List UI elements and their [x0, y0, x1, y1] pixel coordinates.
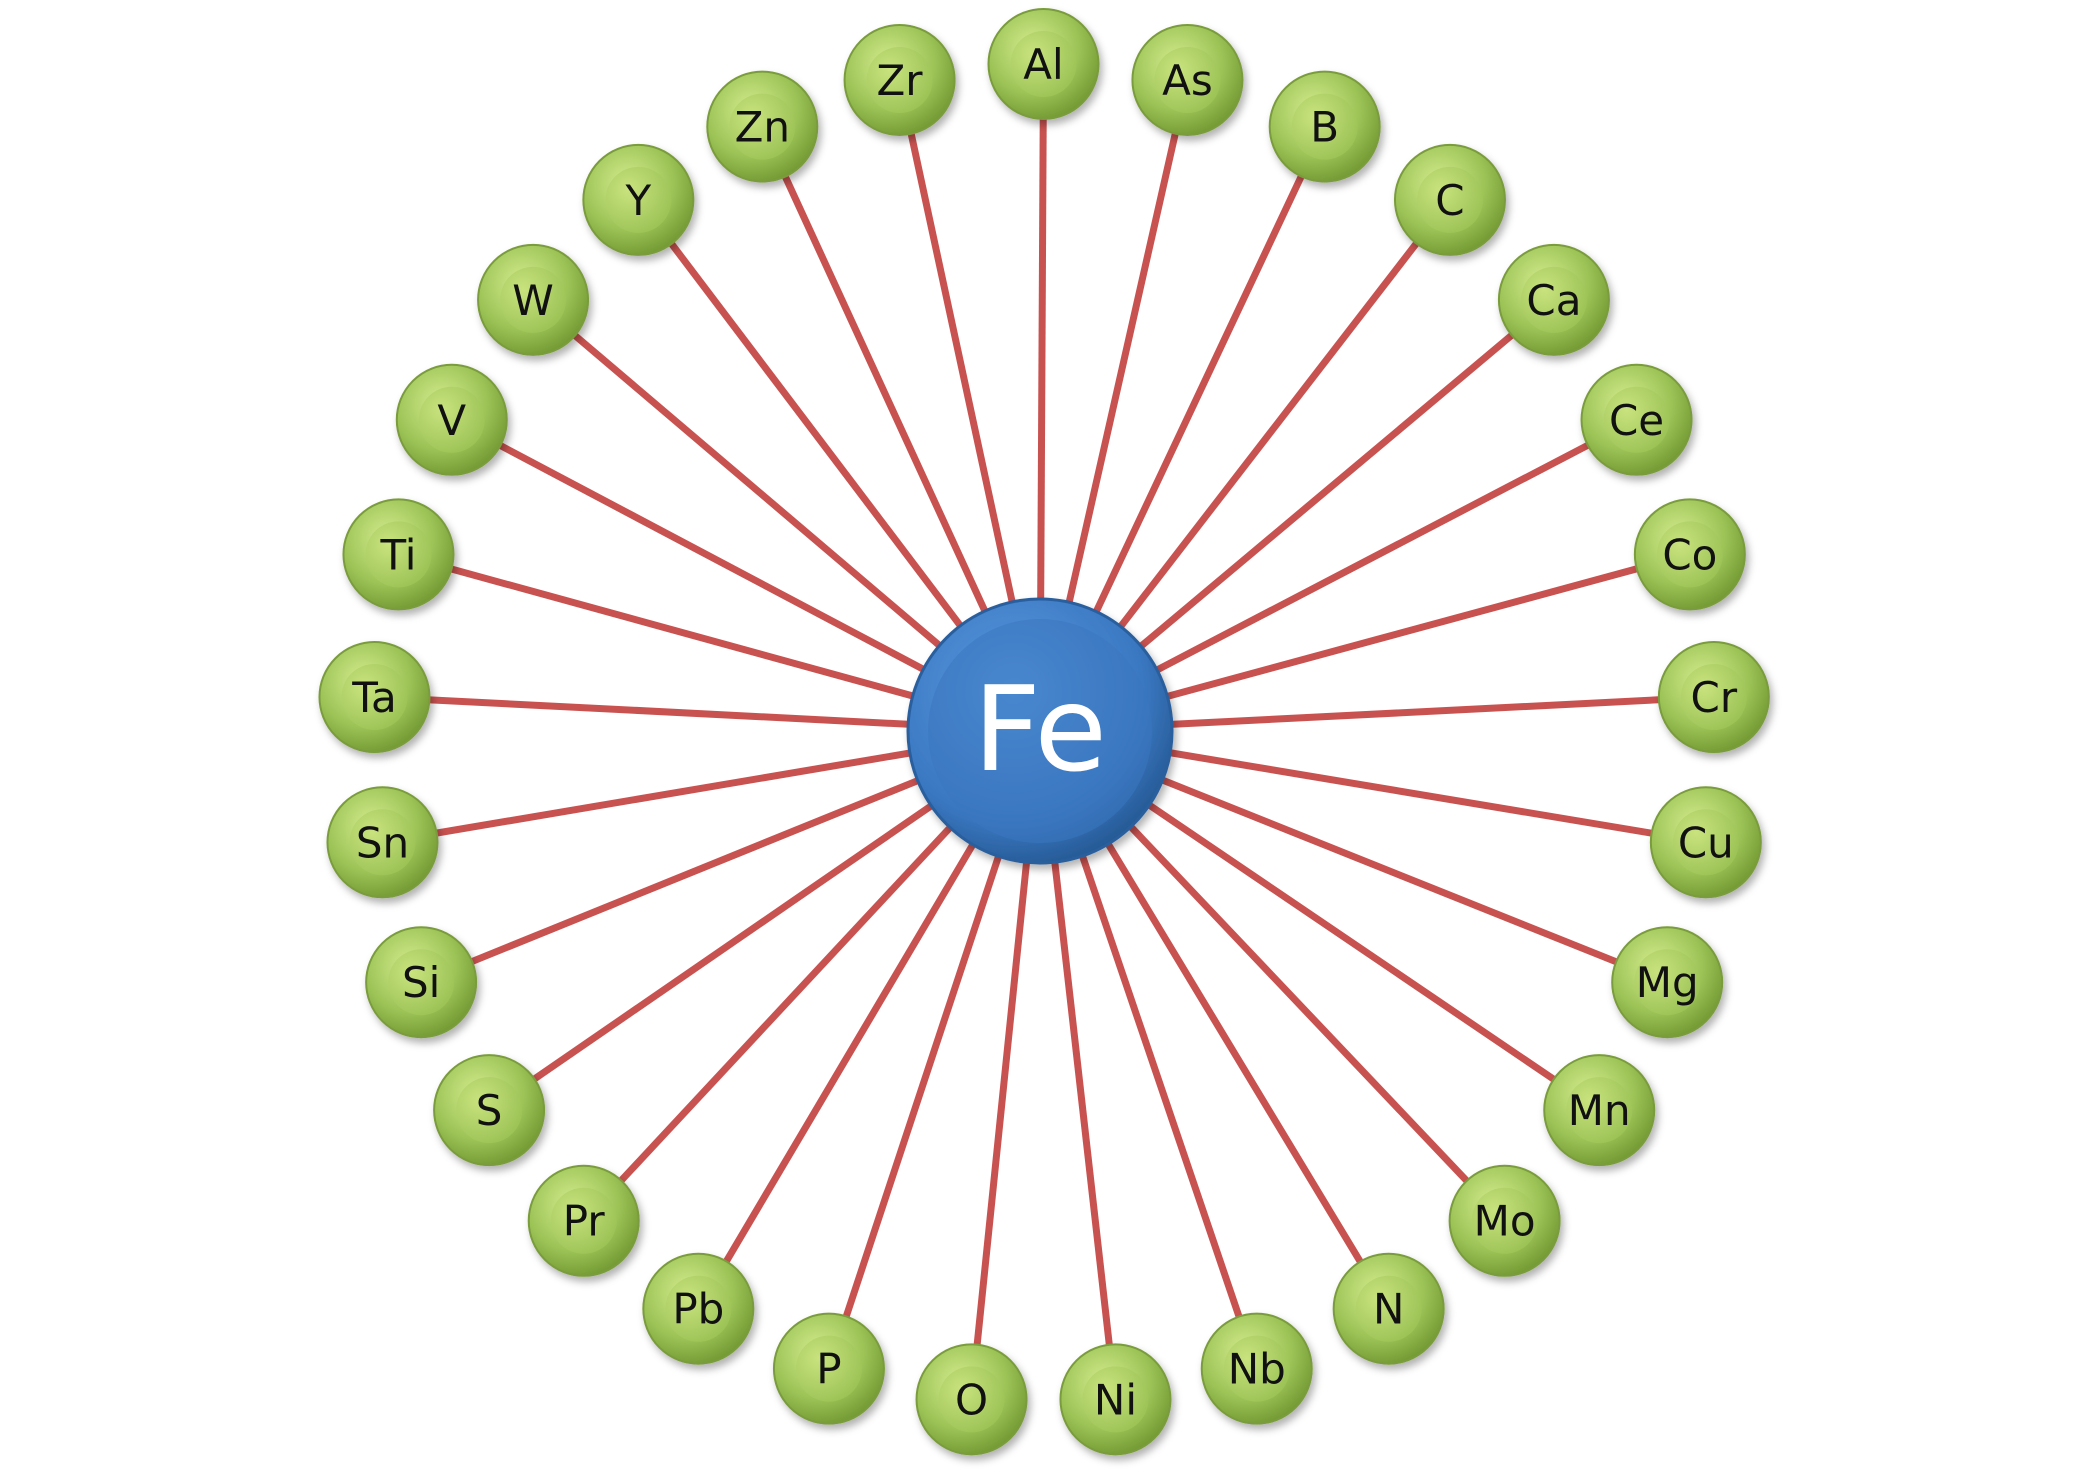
element-label: B: [1310, 103, 1339, 152]
element-label: Si: [402, 958, 440, 1007]
element-label: Y: [625, 176, 652, 225]
element-label: Nb: [1228, 1345, 1286, 1394]
element-inner-circle: [418, 386, 485, 453]
element-inner-circle: [1566, 1077, 1633, 1144]
center-node-fe: Fe: [906, 597, 1174, 865]
element-node-n: N: [1332, 1252, 1445, 1365]
element-label: Zr: [877, 56, 924, 105]
element-inner-circle: [1680, 663, 1747, 730]
element-node-nb: Nb: [1200, 1312, 1313, 1425]
element-node-b: B: [1268, 70, 1381, 183]
element-inner-circle: [1672, 809, 1739, 876]
element-node-zr: Zr: [843, 23, 956, 136]
element-node-sn: Sn: [326, 786, 439, 899]
element-label: Ta: [351, 673, 396, 722]
element-inner-circle: [1634, 949, 1701, 1016]
element-inner-circle: [1603, 386, 1670, 453]
element-node-ce: Ce: [1580, 363, 1693, 476]
element-inner-circle: [605, 166, 672, 233]
element-inner-circle: [341, 663, 408, 730]
element-node-ti: Ti: [342, 498, 455, 611]
element-label: Pr: [563, 1197, 606, 1246]
element-label: Sn: [356, 818, 409, 867]
element-node-cu: Cu: [1649, 786, 1762, 899]
element-node-ta: Ta: [318, 640, 431, 753]
element-inner-circle: [1223, 1335, 1290, 1402]
element-label: N: [1373, 1285, 1404, 1334]
element-inner-circle: [795, 1335, 862, 1402]
element-label: As: [1162, 56, 1213, 105]
element-label: O: [955, 1375, 988, 1424]
element-node-zn: Zn: [706, 70, 819, 183]
element-node-cr: Cr: [1657, 640, 1770, 753]
element-label: W: [512, 276, 554, 325]
element-label: Ti: [379, 530, 416, 579]
element-inner-circle: [866, 46, 933, 113]
element-node-p: P: [772, 1312, 885, 1425]
element-inner-circle: [938, 1366, 1005, 1433]
element-inner-circle: [1154, 46, 1221, 113]
element-node-si: Si: [365, 926, 478, 1039]
center-inner-circle: [928, 619, 1152, 843]
element-label: Ce: [1609, 396, 1664, 445]
element-label: Mg: [1636, 958, 1699, 1007]
element-inner-circle: [729, 93, 796, 160]
element-inner-circle: [1656, 521, 1723, 588]
element-node-pb: Pb: [642, 1252, 755, 1365]
element-node-o: O: [915, 1343, 1028, 1456]
element-inner-circle: [388, 949, 455, 1016]
element-inner-circle: [1010, 30, 1077, 97]
element-label: Zn: [735, 103, 790, 152]
element-label: Mo: [1474, 1197, 1536, 1246]
element-label: V: [437, 396, 466, 445]
element-node-ca: Ca: [1497, 243, 1610, 356]
element-node-mg: Mg: [1611, 926, 1724, 1039]
element-inner-circle: [1291, 93, 1358, 160]
element-node-v: V: [395, 363, 508, 476]
element-inner-circle: [665, 1275, 732, 1342]
center-label: Fe: [973, 660, 1107, 798]
element-label: Al: [1023, 40, 1063, 89]
element-inner-circle: [1416, 166, 1483, 233]
element-inner-circle: [349, 809, 416, 876]
element-label: Ni: [1094, 1375, 1137, 1424]
element-node-co: Co: [1633, 498, 1746, 611]
element-node-w: W: [477, 243, 590, 356]
element-label: Pb: [672, 1285, 724, 1334]
element-inner-circle: [550, 1187, 617, 1254]
element-inner-circle: [1471, 1187, 1538, 1254]
element-label: Cr: [1691, 673, 1738, 722]
element-inner-circle: [500, 266, 567, 333]
element-node-pr: Pr: [527, 1164, 640, 1277]
element-inner-circle: [1520, 266, 1587, 333]
element-node-c: C: [1393, 143, 1506, 256]
element-label: C: [1435, 176, 1464, 225]
element-node-mn: Mn: [1543, 1054, 1656, 1167]
element-node-mo: Mo: [1448, 1164, 1561, 1277]
element-inner-circle: [1355, 1275, 1422, 1342]
element-inner-circle: [456, 1077, 523, 1144]
element-node-as: As: [1131, 23, 1244, 136]
element-node-s: S: [433, 1054, 546, 1167]
element-inner-circle: [365, 521, 432, 588]
element-label: Mn: [1568, 1086, 1631, 1135]
element-label: Cu: [1678, 818, 1734, 867]
element-label: S: [476, 1086, 503, 1135]
element-inner-circle: [1082, 1366, 1149, 1433]
element-node-y: Y: [582, 143, 695, 256]
element-label: Co: [1662, 530, 1717, 579]
element-node-ni: Ni: [1059, 1343, 1172, 1456]
element-label: Ca: [1526, 276, 1581, 325]
element-label: P: [816, 1345, 841, 1394]
element-node-al: Al: [987, 7, 1100, 120]
